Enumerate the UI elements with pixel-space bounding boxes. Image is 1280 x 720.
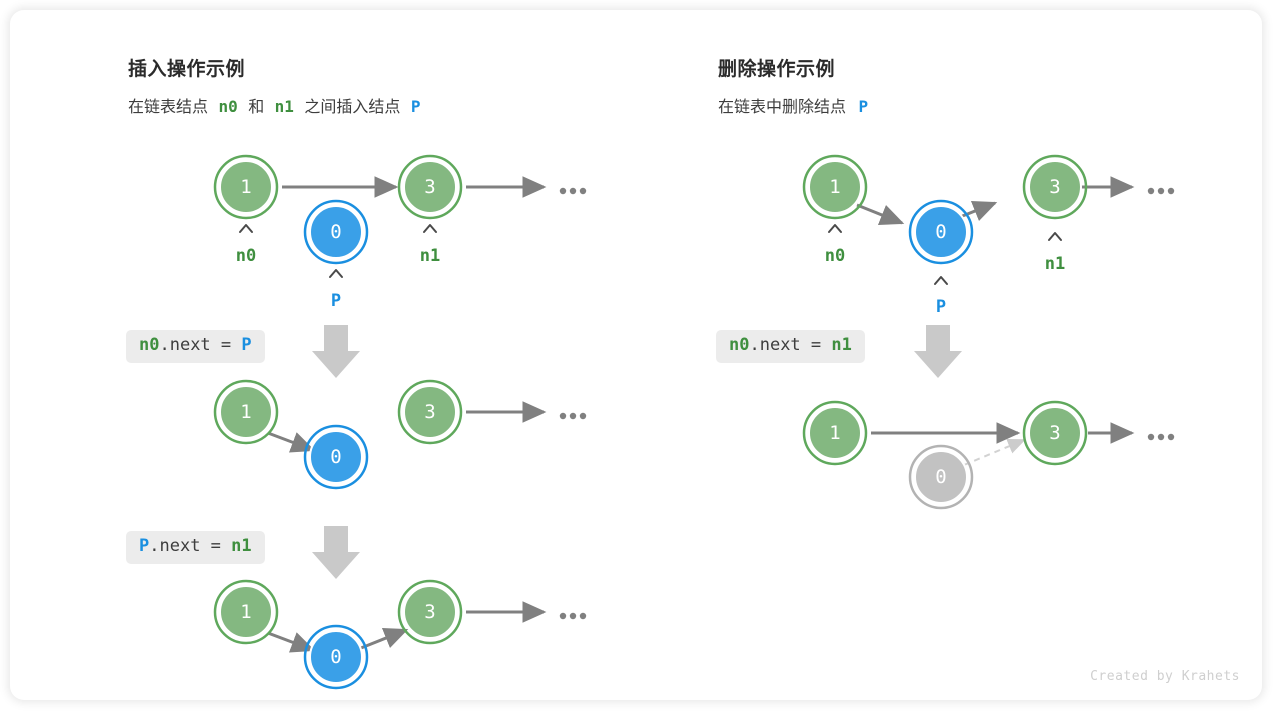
node-removed: 0 [908, 444, 974, 510]
node-value: 1 [240, 401, 251, 423]
node-3-row2: 3 [397, 379, 463, 445]
delete-diagram: 1 n0 0 P 3 n1 [802, 154, 1175, 510]
subtitle-text-3: 之间插入结点 [304, 99, 401, 116]
delete-panel-title: 删除操作示例 [718, 59, 836, 80]
subtitle-token-p: P [858, 97, 869, 116]
node-n0: 1 [802, 154, 868, 220]
node-value: 0 [330, 446, 341, 468]
delete-panel: 删除操作示例 在链表中删除结点 P n0.next = n1 1 n0 [606, 10, 1262, 700]
insert-step1-code: n0.next = P [126, 330, 265, 363]
code-token-middle: .next = [149, 536, 232, 556]
insert-panel-subtitle: 在链表结点 n0 和 n1 之间插入结点 P [128, 93, 420, 117]
step1-down-arrow-icon [312, 325, 360, 378]
code-token-right: P [241, 335, 252, 355]
caret-icon-p [934, 276, 948, 285]
insert-panel: 插入操作示例 在链表结点 n0 和 n1 之间插入结点 P n0.next = … [10, 10, 606, 700]
step2-down-arrow-icon [312, 526, 360, 579]
insert-step2-code: P.next = n1 [126, 531, 265, 564]
code-token-right: n1 [231, 536, 252, 556]
node-p: 0 [908, 199, 974, 265]
node-0-row3: 0 [303, 624, 369, 690]
node-value: 1 [829, 422, 840, 444]
node-value: 1 [829, 176, 840, 198]
ellipsis-icon [1147, 187, 1175, 195]
node-n1: 3 [1022, 154, 1088, 220]
node-p: 0 [303, 199, 369, 265]
delete-step1-code: n0.next = n1 [716, 330, 865, 363]
subtitle-text-1: 在链表结点 [128, 99, 209, 116]
pointer-label-n0: n0 [825, 246, 845, 266]
ellipsis-icon [559, 412, 587, 420]
insert-diagram: 1 n0 0 P 3 n1 [213, 154, 587, 690]
node-value: 3 [424, 176, 435, 198]
node-1-row3: 1 [213, 579, 279, 645]
subtitle-token-p: P [410, 97, 421, 116]
diagram-card: 插入操作示例 在链表结点 n0 和 n1 之间插入结点 P n0.next = … [10, 10, 1262, 700]
ellipsis-icon [1147, 433, 1175, 441]
code-token-left: n0 [139, 335, 160, 355]
node-value: 3 [424, 401, 435, 423]
subtitle-token-n1: n1 [274, 97, 294, 116]
node-value: 0 [330, 221, 341, 243]
footer-credit: Created by Krahets [1090, 669, 1240, 684]
node-value: 1 [240, 176, 251, 198]
pointer-label-p: P [936, 297, 946, 317]
node-0-row2: 0 [303, 424, 369, 490]
node-3-row2: 3 [1022, 400, 1088, 466]
node-1-row2: 1 [213, 379, 279, 445]
pointer-label-n0: n0 [236, 246, 256, 266]
code-token-middle: .next = [749, 335, 832, 355]
code-token-left: n0 [729, 335, 750, 355]
node-1-row2: 1 [802, 400, 868, 466]
caret-icon-n0 [828, 224, 842, 233]
ellipsis-icon [559, 612, 587, 620]
node-3-row3: 3 [397, 579, 463, 645]
edge-n0-to-p [856, 203, 905, 226]
code-token-middle: .next = [159, 335, 242, 355]
caret-icon-n1 [423, 224, 437, 233]
insert-panel-title: 插入操作示例 [128, 59, 246, 80]
node-value: 0 [330, 646, 341, 668]
ellipsis-icon [559, 187, 587, 195]
caret-icon-n1 [1048, 232, 1062, 241]
node-value: 3 [424, 601, 435, 623]
step1-down-arrow-icon [914, 325, 962, 378]
code-token-right: n1 [831, 335, 852, 355]
node-value: 3 [1049, 422, 1060, 444]
node-value: 0 [935, 221, 946, 243]
node-value: 1 [240, 601, 251, 623]
code-token-left: P [139, 536, 150, 556]
node-value: 3 [1049, 176, 1060, 198]
pointer-label-p: P [331, 291, 341, 311]
caret-icon-n0 [239, 224, 253, 233]
pointer-label-n1: n1 [420, 246, 440, 266]
pointer-label-n1: n1 [1045, 254, 1065, 274]
node-n1: 3 [397, 154, 463, 220]
edge-p-to-n1 [360, 627, 409, 650]
subtitle-text-2: 和 [248, 99, 265, 116]
caret-icon-p [329, 269, 343, 278]
node-value: 0 [935, 466, 946, 488]
subtitle-token-n0: n0 [218, 97, 238, 116]
delete-panel-subtitle: 在链表中删除结点 P [718, 93, 868, 117]
edge-removed-p-to-n1 [963, 438, 1026, 466]
node-n0: 1 [213, 154, 279, 220]
subtitle-text-1: 在链表中删除结点 [718, 99, 847, 116]
